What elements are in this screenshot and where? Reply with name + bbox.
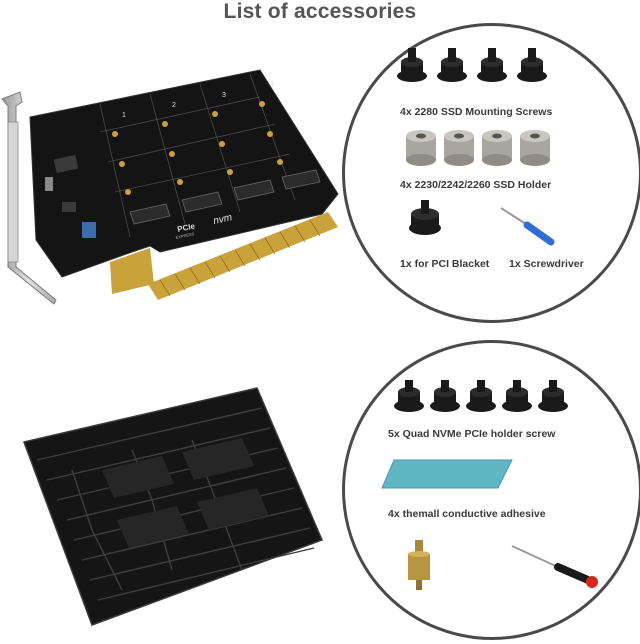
slot-number-4: 4 <box>270 82 274 89</box>
page-title: List of accessories <box>223 0 417 23</box>
screwdriver-red <box>511 545 598 588</box>
screwdriver-label: 1x Screwdriver <box>509 258 584 270</box>
gold-contacts <box>148 212 338 300</box>
accessories-circle-top <box>342 23 640 323</box>
slot-number-2: 2 <box>172 102 176 109</box>
slot-number-1: 1 <box>122 112 126 119</box>
heatsink-cover <box>22 387 323 626</box>
holder-screws-5x <box>394 380 568 412</box>
pci-bracket-screw <box>409 200 441 235</box>
holders-label: 4x 2230/2242/2260 SSD Holder <box>400 179 552 191</box>
ssd-holders-4x <box>406 130 550 166</box>
pci-bracket <box>1 91 57 305</box>
thermal-pad <box>381 459 513 489</box>
pci-label: 1x for PCI Blacket <box>400 258 490 270</box>
slot-number-3: 3 <box>222 92 226 99</box>
screwdriver-blue <box>500 207 555 246</box>
mounting-screws-4x <box>397 48 547 82</box>
screws-label-top: 4x 2280 SSD Mounting Screws <box>400 106 553 118</box>
brass-standoff <box>408 540 430 590</box>
pcie-logo: PCIe <box>177 221 197 234</box>
nvme-pcie-adapter-card: 1 2 3 4 PCIe EXPRESS nvm <box>1 69 339 305</box>
pcb-board <box>29 69 339 278</box>
pcie-express-text: EXPRESS <box>175 231 195 240</box>
nvme-logo: nvm <box>212 212 233 227</box>
screws-label-bottom: 5x Quad NVMe PCIe holder screw <box>388 428 556 440</box>
pad-label: 4x themall conductive adhesive <box>388 508 546 520</box>
